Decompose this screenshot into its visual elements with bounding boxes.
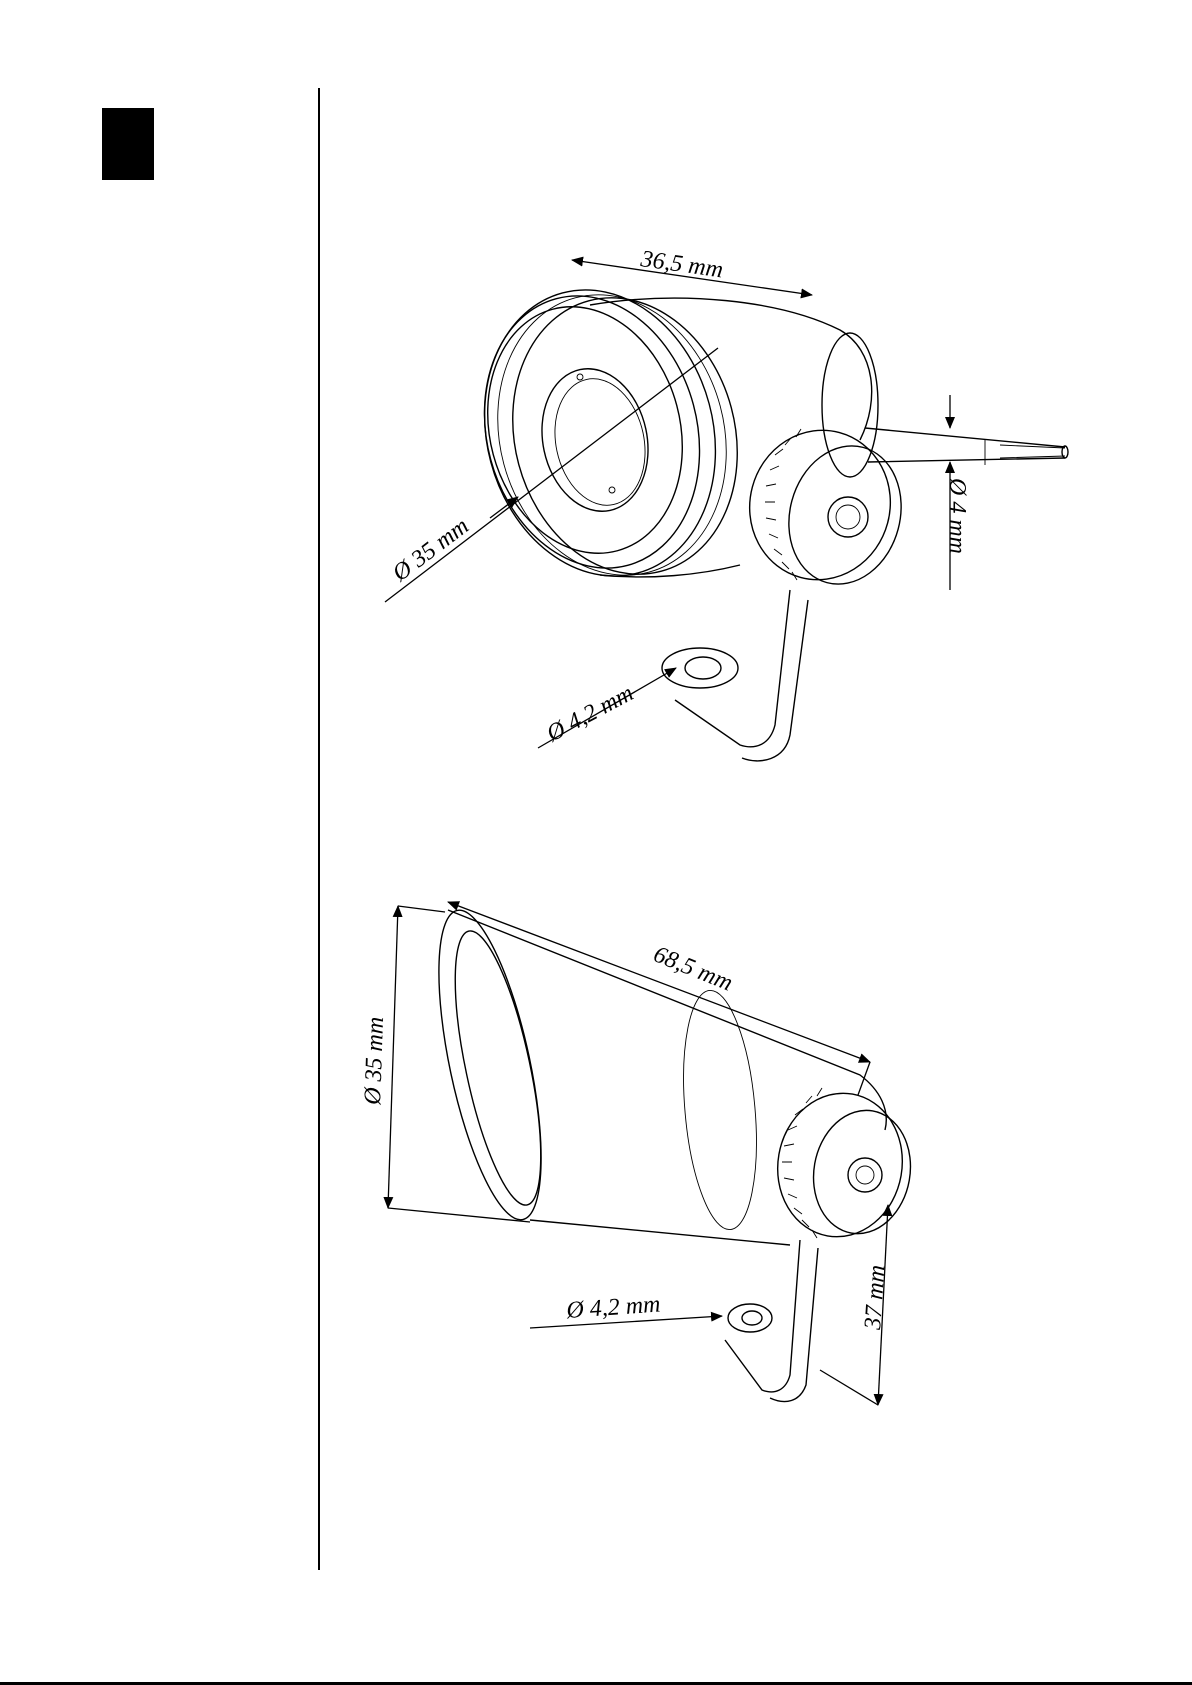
- dim-length-bottom: 68,5 mm: [650, 941, 736, 996]
- dim-height-bottom: 37 mm: [860, 1264, 891, 1331]
- dim-cable-top: Ø 4 mm: [944, 477, 970, 554]
- dim-length-top: 36,5 mm: [638, 246, 724, 283]
- dimension-lines-bottom: [388, 902, 888, 1405]
- dim-hole-bottom: Ø 4,2 mm: [565, 1291, 662, 1324]
- knurl-teeth-top: [765, 429, 801, 580]
- dim-diameter-top: Ø 35 mm: [387, 513, 474, 587]
- dim-diameter-bottom: Ø 35 mm: [360, 1016, 389, 1106]
- dimension-labels-top: 36,5 mm Ø 35 mm Ø 4 mm Ø 4,2 mm: [387, 246, 970, 748]
- dim-hole-top: Ø 4,2 mm: [542, 680, 638, 748]
- spotlight-side-view: [418, 902, 920, 1401]
- spotlight-front-view: [453, 264, 1068, 761]
- dimension-lines-top: [385, 260, 950, 748]
